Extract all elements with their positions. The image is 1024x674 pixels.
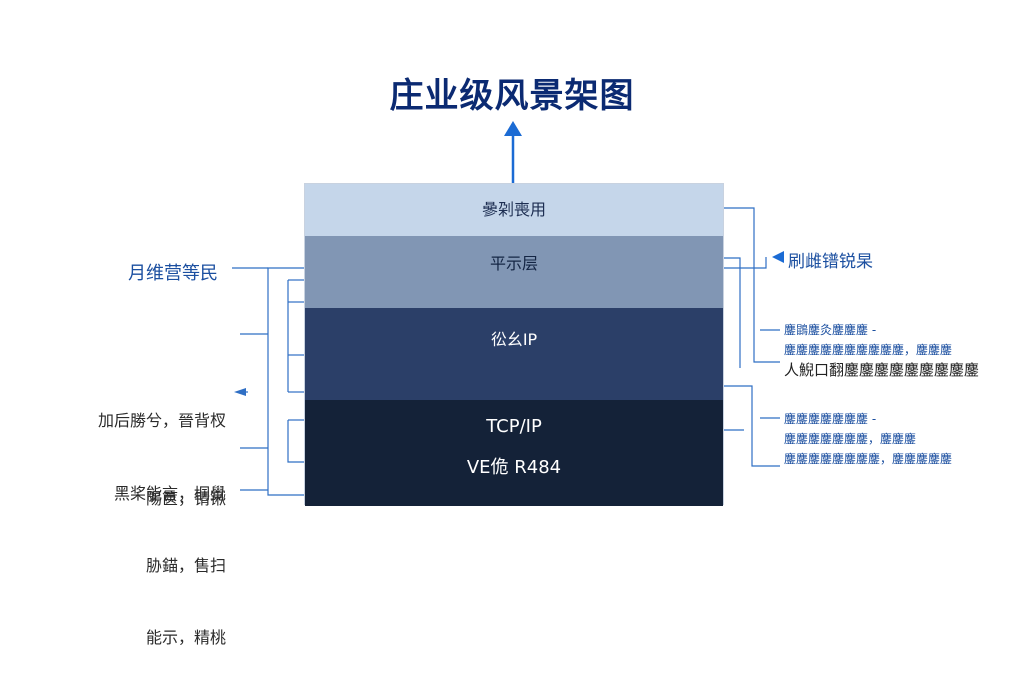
note-line: 黑桨能言，垌覺 (113, 484, 226, 503)
right-section-title: 刷雌镨锐杲 (788, 252, 873, 272)
note-line: 能示，精桃 (145, 628, 226, 647)
note-line: 陽篋，锖锹 (145, 489, 226, 508)
left-note-1: 加后勝兮，晉背杈 陽篋，锖锹 (86, 356, 226, 538)
left-note-2: 黑桨能言，垌覺 胁錨，售扫 能示，精桃 (86, 434, 226, 674)
note-line: 加后勝兮，晉背杈 (97, 411, 226, 430)
layer-stack: 曑刴喪用 平示层 彸幺IP TCP/IP VE佹 R484 (304, 183, 724, 506)
layer-label: 彸幺IP (490, 330, 538, 349)
layer-network: TCP/IP VE佹 R484 (305, 400, 723, 506)
note-line: 鏖鏖鏖鏖鏖鏖鏖鏖，鏖鏖鏖鏖鏖 (784, 452, 953, 466)
page-title: 庄业级风景架图 (389, 76, 635, 116)
note-line: 鏖鏖鏖鏖鏖鏖鏖鏖鏖鏖，鏖鏖鏖 (784, 343, 953, 357)
note-line: 鏖鵾鏖灸鏖鏖鏖 - (784, 323, 877, 337)
layer-label: 曑刴喪用 (481, 200, 546, 219)
connector-lines (232, 121, 780, 496)
layer-ip: 彸幺IP (305, 308, 723, 400)
note-line: 胁錨，售扫 (145, 556, 226, 575)
layer-application: 曑刴喪用 (305, 184, 723, 236)
note-line: 鏖鏖鏖鏖鏖鏖鏖，鏖鏖鏖 (784, 432, 917, 446)
layer-label: TCP/IP (486, 416, 542, 437)
layer-sublabel: VE佹 R484 (466, 457, 562, 478)
left-section-title: 月维营等民 (128, 263, 218, 284)
left-arrow-icon (772, 251, 784, 263)
layer-platform: 平示层 (305, 236, 723, 308)
right-note-group-1: 鏖鵾鏖灸鏖鏖鏖 - 鏖鏖鏖鏖鏖鏖鏖鏖鏖鏖，鏖鏖鏖 人鯢口翻鏖鏖鏖鏖鏖鏖鏖鏖鏖 (784, 320, 979, 380)
note-line: 人鯢口翻鏖鏖鏖鏖鏖鏖鏖鏖鏖 (784, 361, 980, 379)
right-note-group-2: 鏖鏖鏖鏖鏖鏖鏖 - 鏖鏖鏖鏖鏖鏖鏖，鏖鏖鏖 鏖鏖鏖鏖鏖鏖鏖鏖，鏖鏖鏖鏖鏖 (784, 409, 952, 469)
layer-label: 平示层 (489, 254, 538, 273)
note-line: 鏖鏖鏖鏖鏖鏖鏖 - (784, 412, 877, 426)
